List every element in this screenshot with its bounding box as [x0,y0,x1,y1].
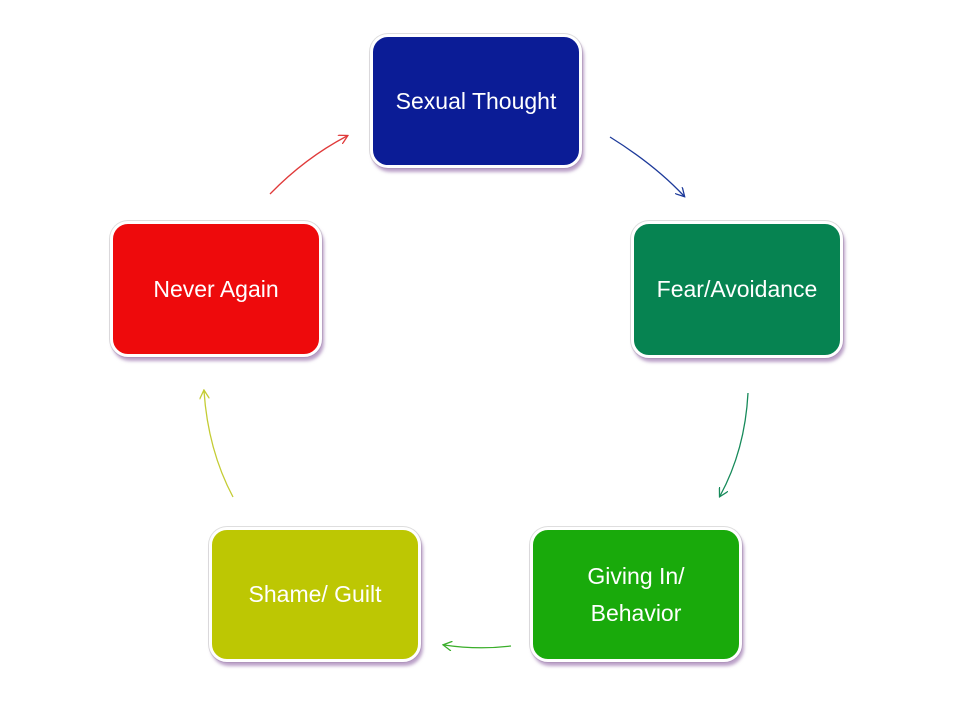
node-label: Sexual Thought [395,87,557,114]
node-giving-in-behavior: Giving In/ Behavior [530,527,742,662]
arrow-giving-in-to-shame-guilt [444,645,512,648]
arrow-fear-avoidance-to-giving-in [720,392,749,496]
node-label: Giving In/ Behavior [587,562,685,626]
arrow-shame-guilt-to-never-again [204,391,234,498]
node-shame-guilt: Shame/ Guilt [209,527,421,662]
arrow-never-again-to-sexual-thought [269,136,347,195]
node-label: Never Again [153,275,279,302]
node-fear-avoidance: Fear/Avoidance [631,221,843,358]
node-sexual-thought: Sexual Thought [370,34,582,168]
node-label: Shame/ Guilt [248,581,382,607]
node-label: Fear/Avoidance [656,276,818,302]
node-never-again: Never Again [110,221,322,357]
arrow-sexual-thought-to-fear-avoidance [609,136,684,196]
